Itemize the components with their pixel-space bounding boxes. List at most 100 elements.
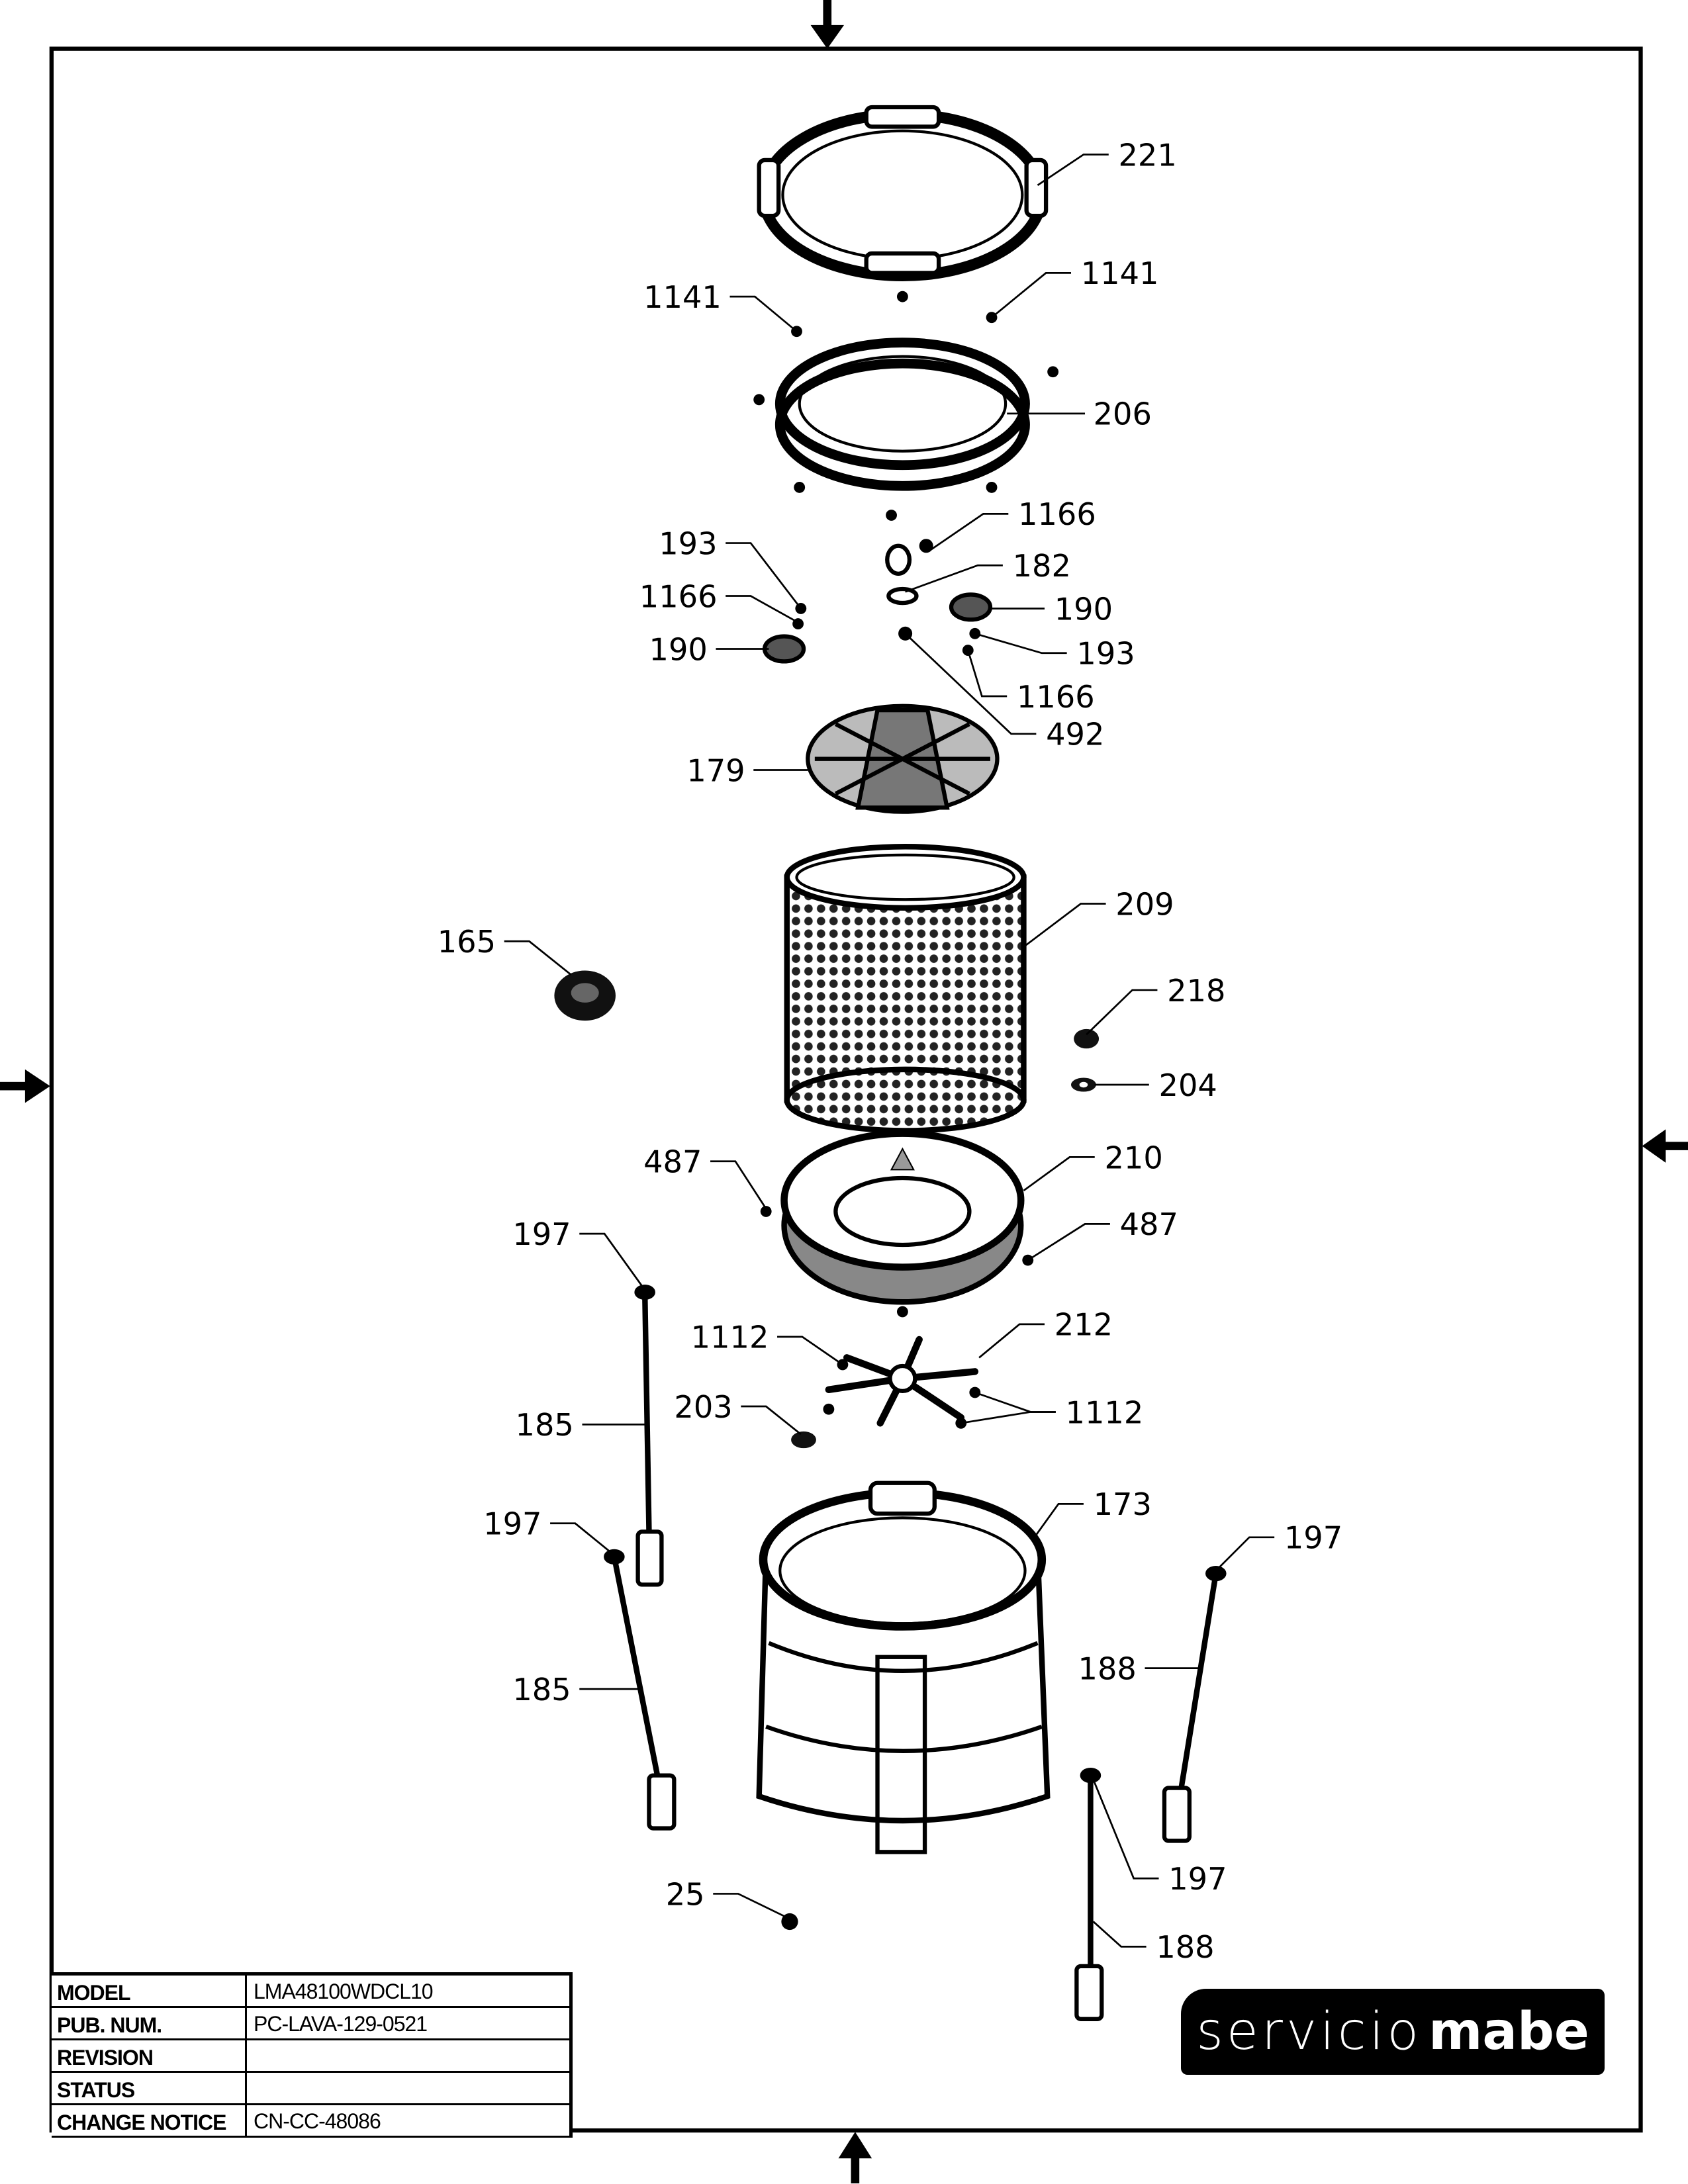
leader-line	[974, 633, 1067, 655]
part-218-and-204	[1070, 1028, 1100, 1092]
callout-487: 487	[643, 1144, 702, 1180]
leader-line	[1092, 1779, 1159, 1880]
leader-line	[929, 513, 1009, 551]
leader-line	[1027, 1223, 1110, 1261]
callout-179: 179	[686, 752, 745, 788]
callout-1112: 1112	[691, 1320, 769, 1355]
title-row-revision: REVISION	[52, 2040, 569, 2073]
part-203-washer	[791, 1431, 816, 1449]
leader-line	[1033, 1502, 1084, 1539]
callout-197: 197	[483, 1506, 541, 1542]
pub-num-label: PUB. NUM.	[52, 2008, 247, 2038]
title-row-change-notice: CHANGE NOTICE CN-CC-48086	[52, 2105, 569, 2138]
change-notice-value: CN-CC-48086	[254, 2109, 381, 2133]
part-221-top-ring	[757, 105, 1049, 282]
leader-line	[1092, 1921, 1147, 1948]
logo-text-mabe: mabe	[1429, 2002, 1589, 2062]
callout-197: 197	[1284, 1520, 1342, 1556]
suspension-rods	[604, 1284, 1227, 2021]
callout-218: 218	[1167, 973, 1225, 1009]
callout-212: 212	[1055, 1307, 1113, 1343]
part-173-outer-tub	[756, 1480, 1051, 1854]
callout-193: 193	[1076, 636, 1135, 672]
part-209-wash-basket	[784, 844, 1027, 1134]
callout-173: 173	[1094, 1486, 1152, 1522]
leader-line	[777, 1336, 843, 1366]
callout-487: 487	[1120, 1206, 1178, 1242]
center-arrow-bottom	[838, 2132, 872, 2184]
leader-line	[991, 272, 1071, 318]
callout-185: 185	[516, 1407, 574, 1443]
callout-188: 188	[1078, 1651, 1137, 1686]
part-210-basket-hub	[780, 1130, 1025, 1305]
title-row-model: MODEL LMA48100WDCL10	[52, 1976, 569, 2008]
leader-line	[579, 1232, 645, 1289]
leader-line	[905, 564, 1003, 593]
title-row-pub-num: PUB. NUM. PC-LAVA-129-0521	[52, 2008, 569, 2040]
callout-210: 210	[1104, 1140, 1162, 1175]
callout-182: 182	[1013, 548, 1071, 584]
leader-line	[710, 1160, 767, 1210]
drawing-frame	[49, 46, 1643, 2133]
revision-label: REVISION	[52, 2040, 247, 2071]
leader-line	[974, 1391, 1056, 1413]
change-notice-label: CHANGE NOTICE	[52, 2105, 247, 2136]
leader-line	[726, 542, 802, 610]
leader-line	[1023, 1156, 1095, 1192]
callout-206: 206	[1094, 396, 1152, 432]
title-row-status: STATUS	[52, 2073, 569, 2105]
leader-line	[741, 1405, 802, 1435]
leader-line	[966, 650, 1008, 698]
title-block: MODEL LMA48100WDCL10 PUB. NUM. PC-LAVA-129…	[52, 1972, 573, 2138]
callout-221: 221	[1119, 137, 1177, 173]
center-arrow-top	[810, 0, 845, 49]
leader-line	[978, 1323, 1045, 1359]
logo-text-servicio: servicio	[1196, 2002, 1423, 2062]
callout-190: 190	[649, 631, 708, 667]
callout-197: 197	[1168, 1861, 1227, 1897]
leader-line	[713, 1893, 790, 1920]
leader-line	[1215, 1536, 1275, 1572]
callout-165: 165	[438, 924, 496, 960]
callout-204: 204	[1159, 1068, 1217, 1103]
part-179-impeller	[806, 704, 1000, 814]
callout-labels: 221 1141 1141 206 1166 182 193 1166 190 190 193 116…	[438, 137, 1342, 1965]
callout-188: 188	[1156, 1929, 1214, 1965]
leader-line	[904, 633, 1037, 735]
callout-1141: 1141	[643, 279, 722, 315]
callout-1141: 1141	[1081, 255, 1159, 291]
part-206-balance-ring	[774, 338, 1030, 491]
leader-line	[550, 1522, 614, 1555]
leader-line	[504, 940, 572, 976]
leader-line	[729, 295, 798, 332]
part-190-softener-caps	[762, 543, 993, 664]
callout-1166: 1166	[1018, 496, 1096, 532]
pub-num-value: PC-LAVA-129-0521	[254, 2012, 428, 2036]
leader-line	[1037, 154, 1109, 186]
model-label: MODEL	[52, 1976, 247, 2006]
callout-1112: 1112	[1066, 1394, 1144, 1430]
part-165-seal	[554, 970, 616, 1021]
callout-1166: 1166	[1017, 679, 1095, 715]
callout-193: 193	[659, 525, 717, 561]
leader-line	[961, 1411, 1056, 1424]
callout-197: 197	[512, 1216, 571, 1252]
callout-1166: 1166	[639, 578, 718, 614]
callout-25: 25	[666, 1876, 705, 1912]
callout-209: 209	[1115, 886, 1174, 922]
status-label: STATUS	[52, 2073, 247, 2103]
status-value	[247, 2073, 569, 2103]
part-212-spider	[825, 1336, 979, 1427]
callout-185: 185	[512, 1672, 571, 1707]
leader-line	[1086, 989, 1158, 1036]
model-value: LMA48100WDCL10	[254, 1979, 434, 2003]
callout-203: 203	[674, 1389, 732, 1425]
callout-492: 492	[1046, 717, 1104, 752]
center-arrow-right	[1642, 1129, 1688, 1163]
leader-line	[1023, 903, 1106, 948]
leader-line	[726, 595, 799, 623]
center-arrow-left	[0, 1069, 50, 1103]
callout-190: 190	[1055, 591, 1113, 627]
